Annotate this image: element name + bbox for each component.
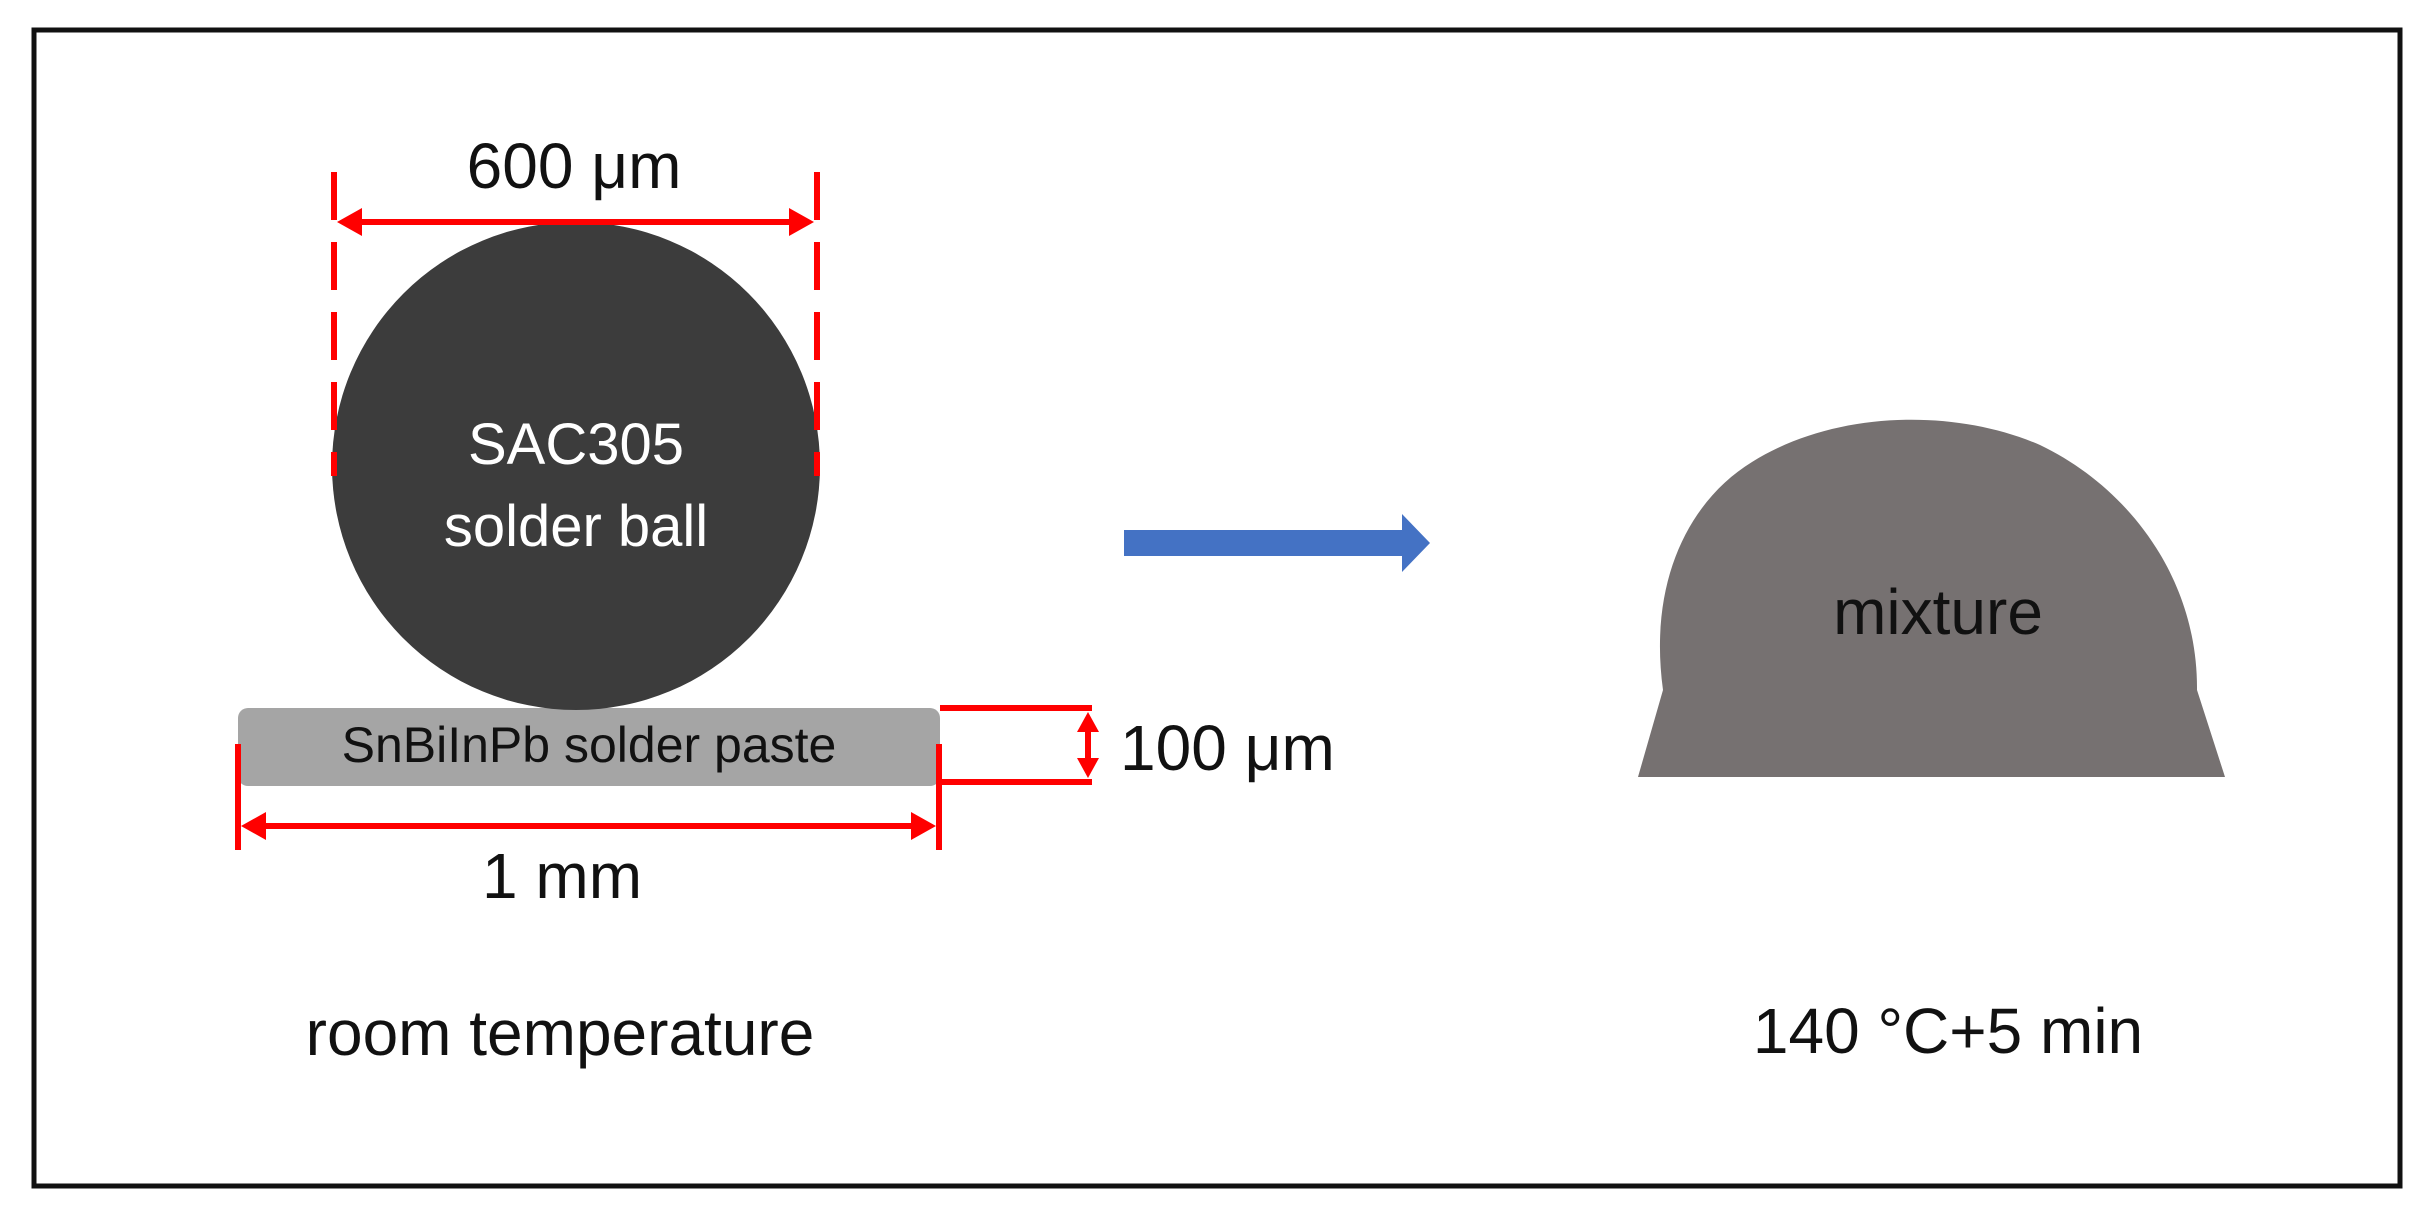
mixture-label: mixture: [1833, 576, 2043, 648]
paste-width-label: 1 mm: [482, 840, 642, 912]
left-condition-label: room temperature: [306, 997, 815, 1069]
process-arrow-head: [1402, 514, 1430, 572]
paste-thickness-arrowhead-top: [1077, 712, 1099, 732]
right-condition-label: 140 °C+5 min: [1753, 995, 2143, 1067]
ball-diameter-label: 600 μm: [467, 130, 682, 202]
paste-thickness-arrowhead-bottom: [1077, 758, 1099, 778]
paste-width-arrowhead-left: [241, 812, 266, 840]
paste-thickness-label: 100 μm: [1120, 712, 1335, 784]
mixture-joint-shape: [1638, 419, 2225, 777]
process-arrow-shaft: [1124, 530, 1414, 556]
solder-ball: [332, 222, 820, 710]
ball-diameter-arrowhead-right: [789, 208, 814, 236]
solder-ball-label-line1: SAC305: [468, 412, 684, 477]
ball-diameter-arrowhead-left: [337, 208, 362, 236]
solder-ball-label-line2: solder ball: [444, 494, 708, 559]
paste-width-arrowhead-right: [911, 812, 936, 840]
solder-paste-label: SnBiInPb solder paste: [342, 717, 837, 773]
solder-paste-layer: [238, 708, 940, 786]
